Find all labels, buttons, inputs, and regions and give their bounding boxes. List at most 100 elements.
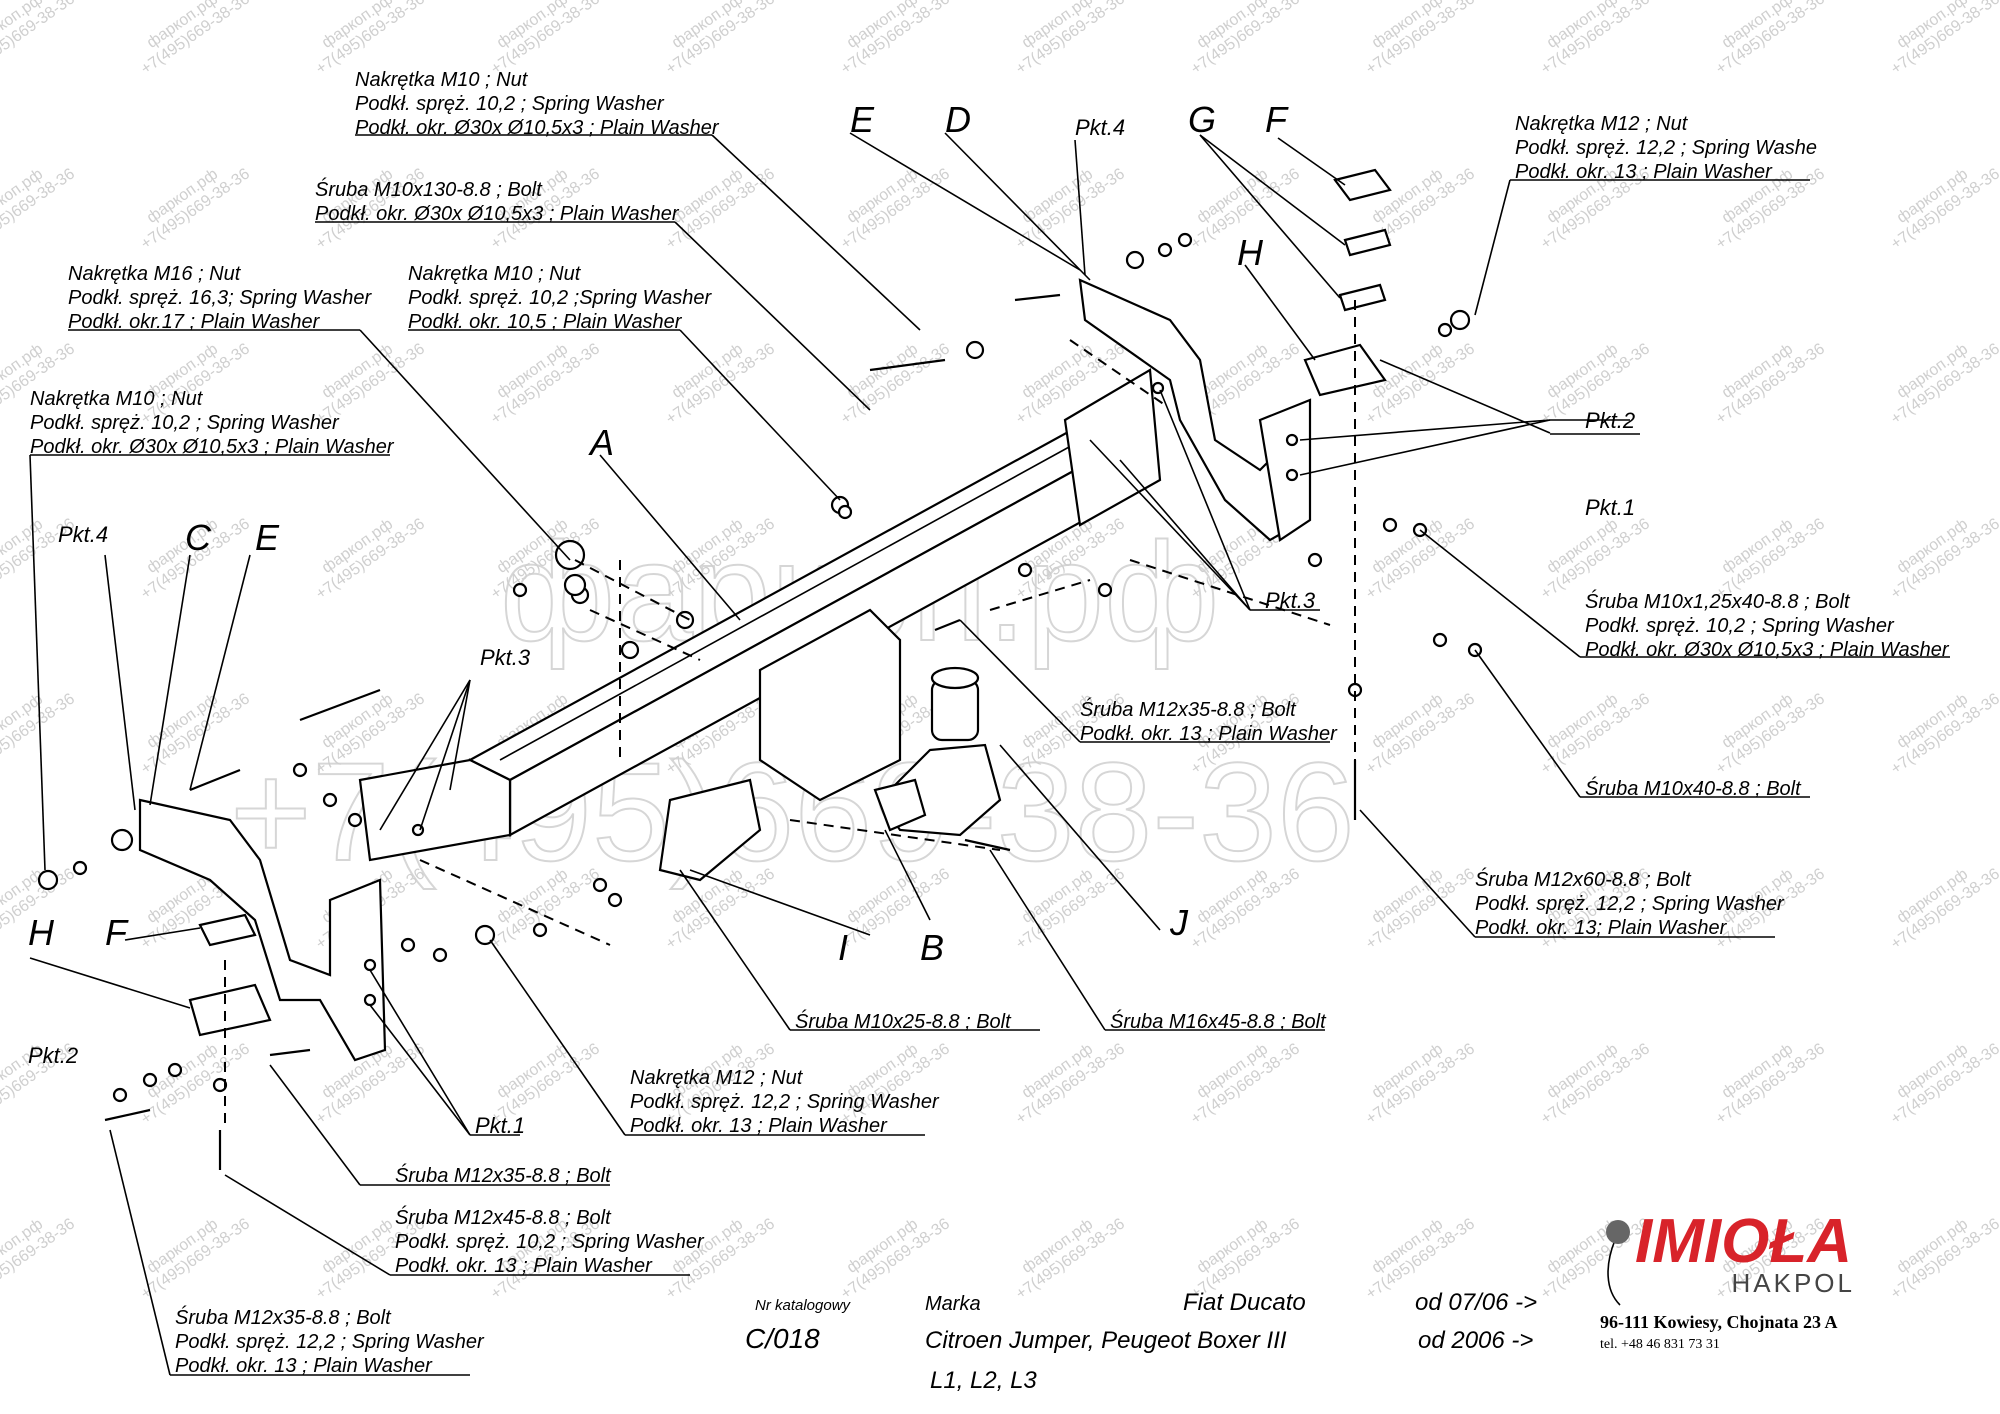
watermark-tile: фаркоп.рф+7(495)669-38-36 bbox=[0, 151, 78, 253]
watermark-tile: фаркоп.рф+7(495)669-38-36 bbox=[1353, 1026, 1478, 1128]
make-label: Marka bbox=[925, 1293, 981, 1315]
watermark-tile: фаркоп.рф+7(495)669-38-36 bbox=[1878, 0, 2000, 78]
callout-e-left: E bbox=[255, 517, 280, 558]
watermark-tile: фаркоп.рф+7(495)669-38-36 bbox=[128, 1201, 253, 1303]
watermark-tile: фаркоп.рф+7(495)669-38-36 bbox=[1703, 676, 1828, 778]
callout-h-left: H bbox=[28, 912, 55, 953]
watermark-tile: фаркоп.рф+7(495)669-38-36 bbox=[1178, 1201, 1303, 1303]
brand-name: IMIOŁA bbox=[1635, 1207, 1852, 1276]
watermark-tile: фаркоп.рф+7(495)669-38-36 bbox=[303, 151, 428, 253]
callout-e-top: E bbox=[850, 99, 875, 140]
watermark-tile: фаркоп.рф+7(495)669-38-36 bbox=[1003, 151, 1128, 253]
watermark-tile: фаркоп.рф+7(495)669-38-36 bbox=[128, 0, 253, 78]
watermark-tile: фаркоп.рф+7(495)669-38-36 bbox=[1528, 0, 1653, 78]
watermark-tile: фаркоп.рф+7(495)669-38-36 bbox=[828, 1201, 953, 1303]
watermark-tile: фаркоп.рф+7(495)669-38-36 bbox=[0, 1201, 78, 1303]
callout-c: C bbox=[185, 517, 212, 558]
watermark-tile: фаркоп.рф+7(495)669-38-36 bbox=[1703, 326, 1828, 428]
label-t9: Śruba M10x40-8.8 ; Bolt bbox=[1585, 776, 1802, 800]
watermark-tile: фаркоп.рф+7(495)669-38-36 bbox=[1703, 1026, 1828, 1128]
model-fiat: Fiat Ducato bbox=[1183, 1289, 1306, 1316]
left-bracket bbox=[138, 758, 512, 1062]
washers bbox=[37, 232, 1483, 1103]
plates bbox=[188, 168, 1392, 1037]
watermark-tile: фаркоп.рф+7(495)669-38-36 bbox=[1528, 676, 1653, 778]
pkt3-right: Pkt.3 bbox=[1265, 588, 1316, 613]
watermark-tile: фаркоп.рф+7(495)669-38-36 bbox=[1178, 0, 1303, 78]
watermark-tile: фаркоп.рф+7(495)669-38-36 bbox=[1353, 851, 1478, 953]
watermark-tile: фаркоп.рф+7(495)669-38-36 bbox=[828, 326, 953, 428]
watermark-tile: фаркоп.рф+7(495)669-38-36 bbox=[1878, 151, 2000, 253]
pkt4-left: Pkt.4 bbox=[58, 522, 108, 547]
callout-h-top: H bbox=[1237, 232, 1264, 273]
watermark-tile: фаркоп.рф+7(495)669-38-36 bbox=[828, 0, 953, 78]
brand-tel: tel. +48 46 831 73 31 bbox=[1600, 1337, 1720, 1352]
watermark-tile: фаркоп.рф+7(495)669-38-36 bbox=[478, 0, 603, 78]
watermark-tile: фаркоп.рф+7(495)669-38-36 bbox=[1353, 0, 1478, 78]
watermark-tile: фаркоп.рф+7(495)669-38-36 bbox=[1878, 1201, 2000, 1303]
pkt1-left: Pkt.1 bbox=[475, 1113, 525, 1138]
watermark-tile: фаркоп.рф+7(495)669-38-36 bbox=[478, 151, 603, 253]
watermark-tile: фаркоп.рф+7(495)669-38-36 bbox=[303, 0, 428, 78]
watermark-tile: фаркоп.рф+7(495)669-38-36 bbox=[1003, 1201, 1128, 1303]
callout-d: D bbox=[945, 99, 971, 140]
watermark-tile: фаркоп.рф+7(495)669-38-36 bbox=[1878, 851, 2000, 953]
title-block: Nr katalogowy C/018 Marka Fiat Ducato Ci… bbox=[745, 1289, 1537, 1394]
watermark-tile: фаркоп.рф+7(495)669-38-36 bbox=[0, 0, 78, 78]
callout-j: J bbox=[1169, 902, 1189, 943]
watermark-tile: фаркоп.рф+7(495)669-38-36 bbox=[1178, 1026, 1303, 1128]
watermark-tile: фаркоп.рф+7(495)669-38-36 bbox=[653, 326, 778, 428]
watermark-tile: фаркоп.рф+7(495)669-38-36 bbox=[653, 0, 778, 78]
callout-b: B bbox=[920, 927, 944, 968]
date-fiat: od 07/06 -> bbox=[1415, 1289, 1537, 1316]
watermark-tile: фаркоп.рф+7(495)669-38-36 bbox=[1878, 1026, 2000, 1128]
pkt1-right: Pkt.1 bbox=[1585, 495, 1635, 520]
pkt3-left: Pkt.3 bbox=[480, 645, 531, 670]
watermark-tile: фаркоп.рф+7(495)669-38-36 bbox=[1703, 501, 1828, 603]
pkt-callouts: Pkt.4 Pkt.2 Pkt.1 Pkt.3 Pkt.4 Pkt.3 Pkt.… bbox=[28, 115, 1635, 1138]
watermark-tile: фаркоп.рф+7(495)669-38-36 bbox=[1003, 1026, 1128, 1128]
watermark-tile: фаркоп.рф+7(495)669-38-36 bbox=[653, 151, 778, 253]
brand-logo: IMIOŁA HAKPOL 96-111 Kowiesy, Chojnata 2… bbox=[1600, 1207, 1856, 1352]
variants: L1, L2, L3 bbox=[930, 1367, 1037, 1394]
watermark-tile: фаркоп.рф+7(495)669-38-36 bbox=[1878, 676, 2000, 778]
watermark-tile: фаркоп.рф+7(495)669-38-36 bbox=[1353, 501, 1478, 603]
callout-f-top: F bbox=[1265, 99, 1289, 140]
tow-hook-icon bbox=[1607, 1239, 1621, 1306]
callout-g: G bbox=[1188, 99, 1216, 140]
letter-callouts: E D G F H A C E H F I B J bbox=[28, 99, 1289, 968]
label-t11: Śruba M10x25-8.8 ; Bolt bbox=[795, 1009, 1012, 1033]
label-t14: Śruba M12x35-8.8 ; Bolt bbox=[395, 1163, 612, 1187]
catalog-number: C/018 bbox=[745, 1323, 820, 1354]
watermark-tile: фаркоп.рф+7(495)669-38-36 bbox=[1353, 1201, 1478, 1303]
callout-a: A bbox=[588, 422, 614, 463]
assembly-lines bbox=[224, 300, 1356, 1130]
bolts bbox=[104, 293, 1357, 1170]
ball-mount bbox=[658, 608, 1002, 882]
watermark-tile: фаркоп.рф+7(495)669-38-36 bbox=[1703, 0, 1828, 78]
date-citroen: od 2006 -> bbox=[1418, 1327, 1533, 1354]
watermark-tile: фаркоп.рф+7(495)669-38-36 bbox=[1878, 326, 2000, 428]
watermark-tile: фаркоп.рф+7(495)669-38-36 bbox=[1353, 676, 1478, 778]
brand-sub: HAKPOL bbox=[1732, 1268, 1856, 1298]
watermark-tile: фаркоп.рф+7(495)669-38-36 bbox=[828, 151, 953, 253]
pkt2-right: Pkt.2 bbox=[1585, 408, 1635, 433]
brand-address: 96-111 Kowiesy, Chojnata 23 A bbox=[1600, 1312, 1838, 1332]
tow-ball-icon bbox=[1606, 1220, 1630, 1244]
watermark-tile: фаркоп.рф+7(495)669-38-36 bbox=[1878, 501, 2000, 603]
callout-f-left: F bbox=[105, 912, 129, 953]
pkt2-left: Pkt.2 bbox=[28, 1043, 78, 1068]
